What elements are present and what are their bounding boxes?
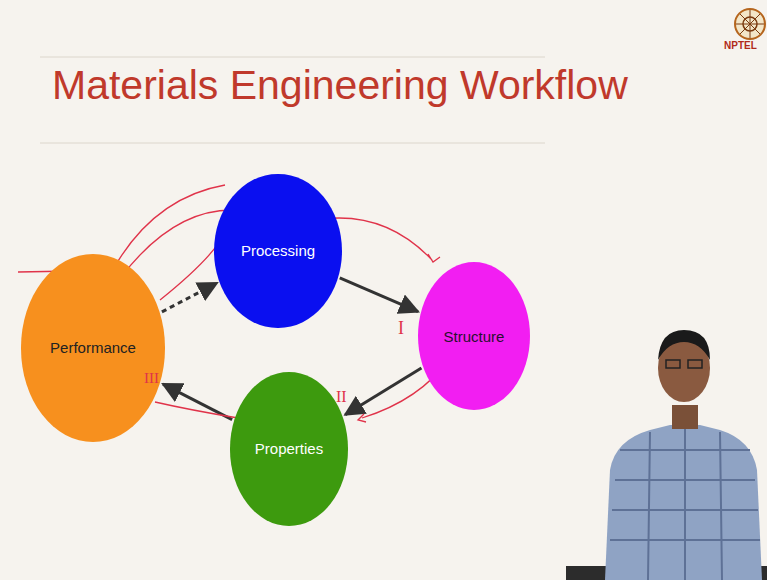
flow-arrow bbox=[340, 278, 418, 312]
nptel-logo bbox=[735, 9, 765, 39]
rule-line bbox=[40, 143, 545, 144]
logo-text: NPTEL bbox=[724, 40, 757, 51]
slide-title: Materials Engineering Workflow bbox=[52, 62, 628, 109]
process-circle: Performance bbox=[21, 254, 166, 442]
process-circle: Properties bbox=[230, 372, 349, 526]
rule-line bbox=[40, 57, 545, 58]
annotation-numeral: III bbox=[144, 370, 159, 387]
node-label: Processing bbox=[241, 242, 315, 259]
flow-arrow bbox=[163, 384, 232, 420]
node-label: Performance bbox=[50, 339, 136, 356]
annotation-numeral: I bbox=[398, 318, 404, 339]
annotation-numeral: II bbox=[336, 388, 347, 406]
flow-arrow bbox=[345, 368, 421, 415]
process-circle: Processing bbox=[214, 174, 341, 328]
presenter-figure bbox=[566, 330, 767, 580]
node-label: Structure bbox=[444, 328, 505, 345]
process-circle: Structure bbox=[418, 262, 530, 410]
flow-arrow bbox=[162, 283, 217, 312]
node-label: Properties bbox=[255, 440, 323, 457]
